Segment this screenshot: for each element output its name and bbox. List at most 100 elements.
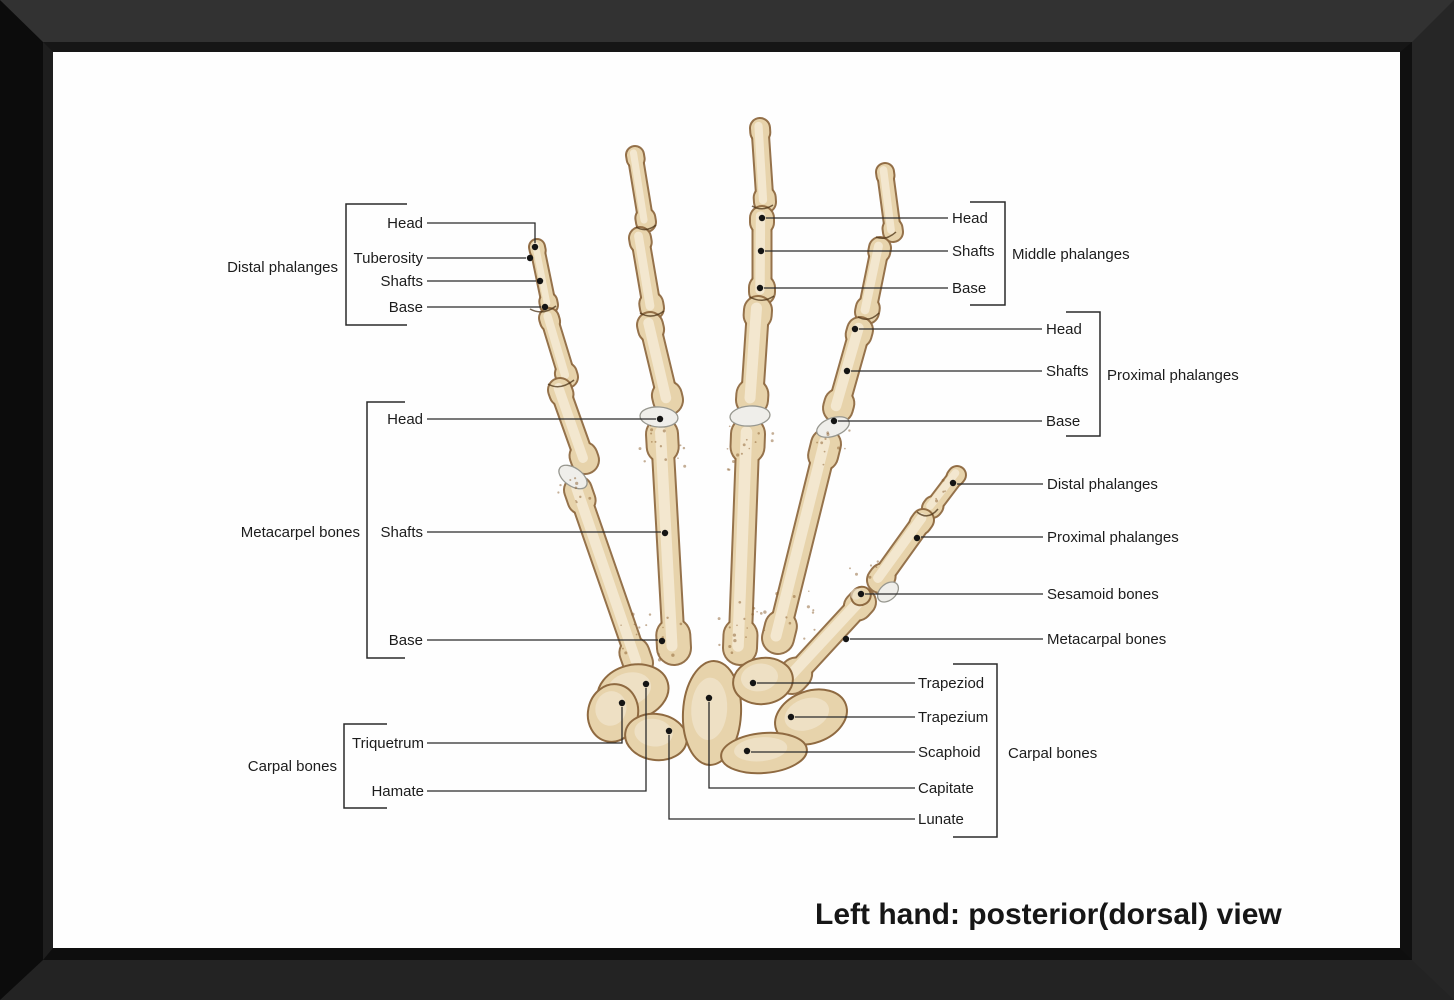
bone-speckle (579, 495, 582, 499)
leader-line-lunate (668, 735, 915, 820)
bone-speckle (731, 459, 736, 464)
poster-frame-inner-lip (43, 42, 1412, 960)
label-thumb-distal-phalanges: Distal phalanges (1047, 476, 1158, 493)
cartilage-pad (876, 581, 900, 603)
bone-speckle (742, 443, 746, 447)
bone-speckle (658, 653, 661, 655)
bone-speckle (748, 447, 751, 450)
bone-segment (830, 322, 864, 412)
annotation-dot (787, 713, 795, 721)
bone-segment (784, 594, 866, 682)
bone-speckle (746, 627, 748, 629)
bone-speckle (740, 452, 743, 455)
label-metacarpal-bones-right: Metacarpal bones (1047, 631, 1166, 648)
bone-speckle (935, 499, 939, 503)
joint-line (529, 305, 557, 313)
bone-speckle (633, 623, 636, 626)
label-thumb-proximal-phalanges: Proximal phalanges (1047, 529, 1179, 546)
bone-speckle (738, 600, 742, 604)
bone-speckle (643, 460, 646, 463)
label-lunate: Lunate (918, 811, 964, 828)
annotation-dot (843, 367, 851, 375)
annotation-dot (658, 637, 666, 645)
bone-speckle (679, 444, 682, 447)
bone-speckle (575, 501, 578, 504)
joint-line (635, 224, 657, 231)
bone-speckle (876, 560, 879, 563)
bone-speckle (649, 424, 652, 427)
bone-speckle (823, 450, 826, 453)
bone-speckle (759, 612, 763, 615)
bone-speckle (683, 464, 687, 468)
bone-speckle (679, 622, 683, 626)
cartilage-pad (729, 405, 771, 427)
annotation-dot (749, 679, 757, 687)
bone-speckle (664, 458, 668, 461)
bone-speckle (745, 438, 748, 441)
bone-speckle (820, 441, 824, 445)
bone-speckle (822, 463, 825, 466)
bone-speckle (875, 566, 878, 569)
bone-segment (744, 302, 762, 404)
bone-speckle (816, 441, 819, 444)
bone-speckle (869, 564, 873, 567)
joint-line (857, 312, 880, 320)
bone-speckle (662, 429, 666, 433)
bone-speckle (638, 447, 642, 451)
group-label-distal-phalanges-left: Distal phalanges (227, 259, 338, 276)
annotation-dot (756, 284, 764, 292)
carpal-highlight (634, 718, 673, 747)
annotation-dot (830, 417, 838, 425)
bone-speckle (588, 496, 592, 500)
bone-segment (634, 231, 655, 311)
bone-speckle (752, 607, 756, 610)
label-base-distal: Base (389, 299, 423, 316)
bone-speckle (944, 490, 946, 492)
bone-speckle (757, 432, 760, 435)
bone-segment (655, 426, 678, 652)
label-tuberosity: Tuberosity (354, 250, 424, 267)
bone-speckle (557, 491, 560, 494)
bone-speckle (743, 617, 746, 620)
bone-speckle (754, 441, 757, 444)
bone-speckle (573, 477, 577, 480)
bone-speckle (771, 432, 775, 435)
bone-segment (629, 149, 648, 224)
bone-speckle (824, 437, 827, 440)
bone-segment (926, 469, 960, 510)
bone-speckle (650, 432, 653, 435)
bracket-left-distal (345, 203, 407, 326)
annotation-dot (618, 699, 626, 707)
bone-speckle (763, 610, 767, 614)
bone-speckle (826, 431, 829, 435)
bone-speckle (812, 609, 815, 612)
bone-speckle (756, 610, 758, 613)
carpal-highlight (595, 691, 627, 726)
bone-speckle (745, 636, 747, 638)
bone-speckle (650, 441, 653, 443)
joint-line (875, 231, 897, 239)
bone-speckle (728, 425, 731, 428)
bone-speckle (788, 621, 792, 625)
bone-segment (860, 241, 883, 315)
bone-speckle (575, 481, 579, 486)
bone-speckle (837, 446, 840, 450)
label-head-proximal: Head (1046, 321, 1082, 338)
bone-speckle (935, 497, 937, 500)
bone-speckle (657, 658, 662, 662)
label-shafts-metacarpal: Shafts (380, 524, 423, 541)
annotation-dot (661, 529, 669, 537)
bone-speckle (806, 605, 810, 609)
bone-speckle (717, 617, 721, 621)
bone-speckle (677, 457, 679, 459)
annotation-dot (842, 635, 850, 643)
bone-speckle (645, 624, 648, 627)
leader-line-head-distal (427, 222, 536, 243)
poster-canvas (53, 52, 1400, 948)
annotation-dot (705, 694, 713, 702)
bone-speckle (785, 616, 788, 619)
annotation-dot (857, 590, 865, 598)
label-base-metacarpal: Base (389, 632, 423, 649)
annotation-dot (757, 247, 765, 255)
bone-speckle (621, 647, 624, 650)
